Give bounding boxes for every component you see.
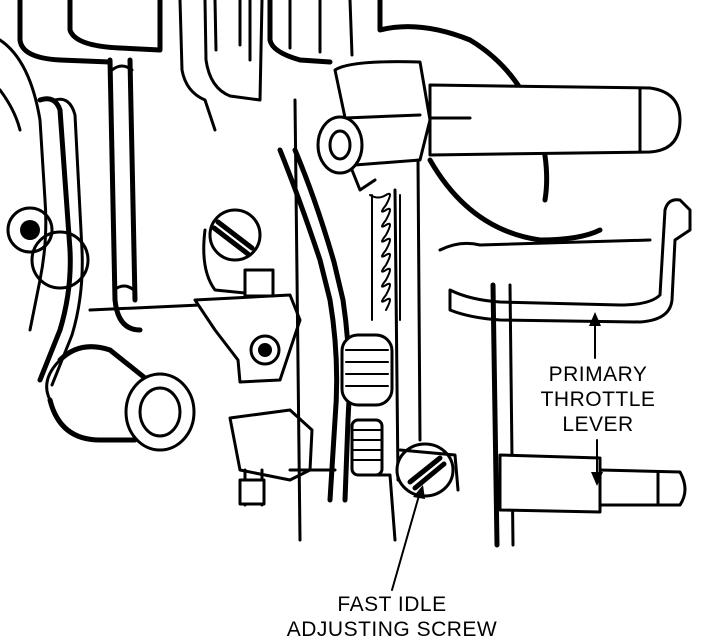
throttle-shaft	[498, 453, 687, 514]
left-pipe	[0, 38, 90, 387]
mounting-screw	[202, 208, 267, 297]
label-line: FAST IDLE	[337, 593, 447, 616]
label-line: PRIMARY	[548, 363, 648, 386]
lower-spring	[340, 333, 394, 477]
hose-fitting	[428, 83, 682, 157]
leader-lines	[391, 312, 603, 591]
fast-idle-adjusting-screw-label: FAST IDLE ADJUSTING SCREW	[262, 592, 522, 642]
upper-clamp	[316, 60, 432, 192]
fast-idle-screw-shape	[395, 442, 460, 498]
label-line: LEVER	[562, 413, 634, 436]
label-line: THROTTLE	[540, 388, 656, 411]
vacuum-housing	[427, 157, 652, 252]
central-body	[293, 98, 422, 542]
label-line: ADJUSTING SCREW	[286, 618, 498, 641]
fast-idle-bracket	[193, 268, 314, 507]
elbow-fitting	[45, 344, 196, 452]
center-column	[88, 57, 232, 333]
coil-spring	[369, 192, 401, 321]
primary-throttle-lever-label: PRIMARY THROTTLE LEVER	[518, 362, 678, 437]
upper-casting	[17, 0, 550, 203]
